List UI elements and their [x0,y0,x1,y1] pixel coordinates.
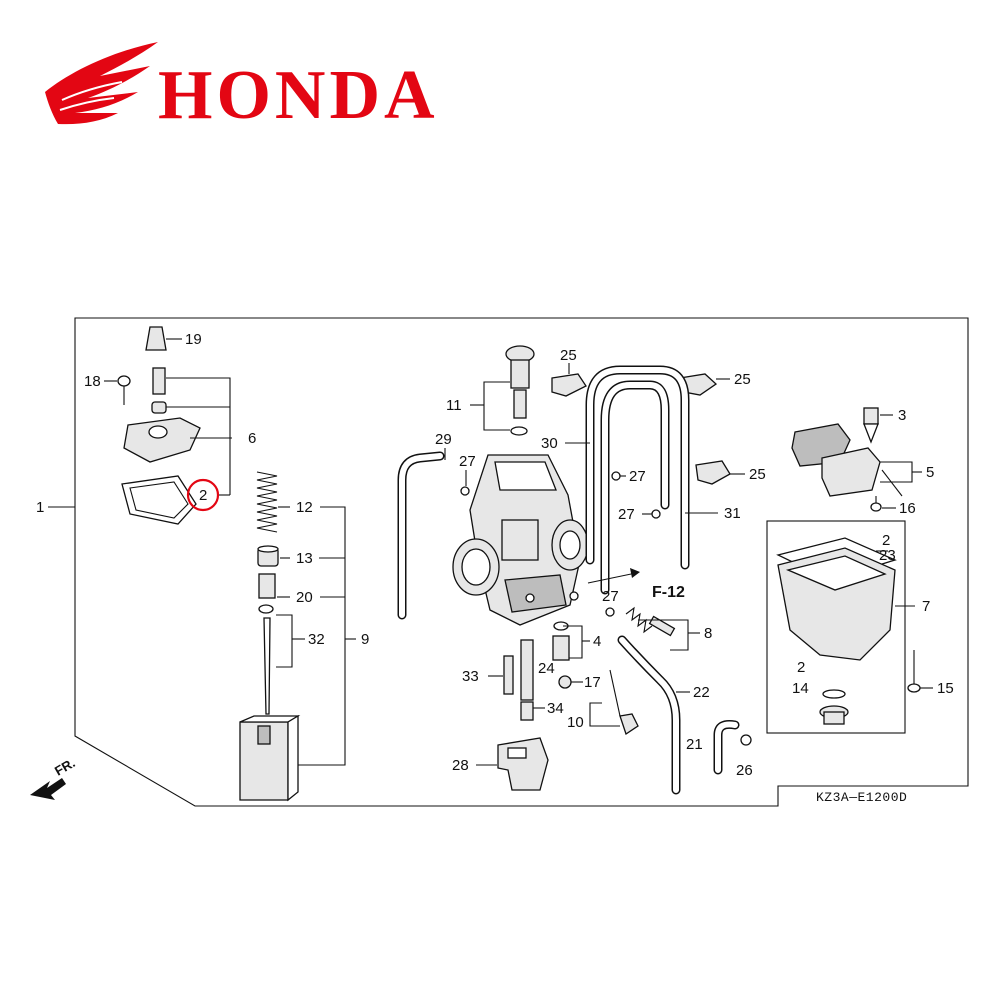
hose-clip-26 [740,734,752,746]
pilot-jet [503,655,514,695]
callout-9: 9 [361,631,369,648]
float-screw [870,496,882,512]
hose-clip-27a [460,486,470,496]
callout-2c: 2 [797,659,805,676]
callout-17: 17 [584,674,601,691]
float-bowl [776,537,897,661]
plug-17 [558,675,572,689]
callout-12: 12 [296,499,313,516]
throttle-valve-spring [256,471,278,533]
reference-f12: F-12 [652,584,685,601]
vent-hose-29 [397,451,445,620]
needle-holder [258,573,276,599]
callout-33: 33 [462,668,479,685]
idle-adjust-screw [505,345,535,436]
starter-jet [520,701,534,721]
rubber-cap [145,326,167,351]
callout-15: 15 [937,680,954,697]
drain-plug-o-ring [822,689,846,699]
callout-2-highlighted: 2 [199,487,207,504]
jet-needle [263,617,271,715]
diagram-frame [74,317,969,807]
callout-29: 29 [435,431,452,448]
callout-20: 20 [296,589,313,606]
adjust-screw-10 [609,669,639,736]
hose-clip-27c [651,509,661,519]
callout-34: 34 [547,700,564,717]
callout-13: 13 [296,550,313,567]
drain-plug [819,705,849,725]
bowl-bolt [907,650,921,693]
callout-25c: 25 [749,466,766,483]
float-valve [863,407,879,444]
callout-7: 7 [922,598,930,615]
callout-3: 3 [898,407,906,424]
hose-clamp-25c [695,460,731,485]
callout-11: 11 [446,397,462,414]
callout-24: 24 [538,660,555,677]
honda-wordmark: HONDA [158,57,439,134]
bracket-28 [497,737,549,791]
vent-hose-30 [600,380,670,595]
callout-18: 18 [84,373,101,390]
callout-1: 1 [36,499,44,516]
adjuster-spring-set [625,606,676,637]
callout-25a: 25 [560,347,577,364]
hose-clip-27b [611,471,621,481]
callout-8: 8 [704,625,712,642]
callout-27d: 27 [602,588,619,605]
cable-adjuster [152,367,166,395]
callout-16: 16 [899,500,916,517]
callout-26: 26 [736,762,753,779]
main-jet-holder [552,621,570,661]
callout-31: 31 [724,505,741,522]
needle-jet [520,639,534,701]
callout-21: 21 [686,736,703,753]
callout-4: 4 [593,633,601,650]
fr-label: FR. [52,755,78,778]
float-set [791,423,903,497]
callout-27a: 27 [459,453,476,470]
diagram-code: KZ3A—E1200D [816,790,907,805]
callout-27c: 27 [618,506,635,523]
callout-6: 6 [248,430,256,447]
wing-logo-icon [45,42,158,125]
callout-23: 23 [879,547,896,564]
screw-18 [117,375,131,405]
hose-clamp-25a [551,373,587,397]
callout-32: 32 [308,631,325,648]
hose-clip-27d [605,607,615,617]
callout-10: 10 [567,714,584,731]
callout-25b: 25 [734,371,751,388]
callout-30: 30 [541,435,558,452]
callout-27b: 27 [629,468,646,485]
spring-retainer [257,545,279,567]
throttle-valve [239,714,301,802]
top-cover [123,417,201,463]
float-bowl-box [766,520,906,734]
callout-2b: 2 [882,532,890,549]
callout-28: 28 [452,757,469,774]
highlight-ring [186,478,220,512]
callout-22: 22 [693,684,710,701]
carburetor-body [452,454,589,626]
callout-14: 14 [792,680,809,697]
front-direction-arrow-icon [30,778,66,800]
callout-19: 19 [185,331,202,348]
callout-5: 5 [926,464,934,481]
